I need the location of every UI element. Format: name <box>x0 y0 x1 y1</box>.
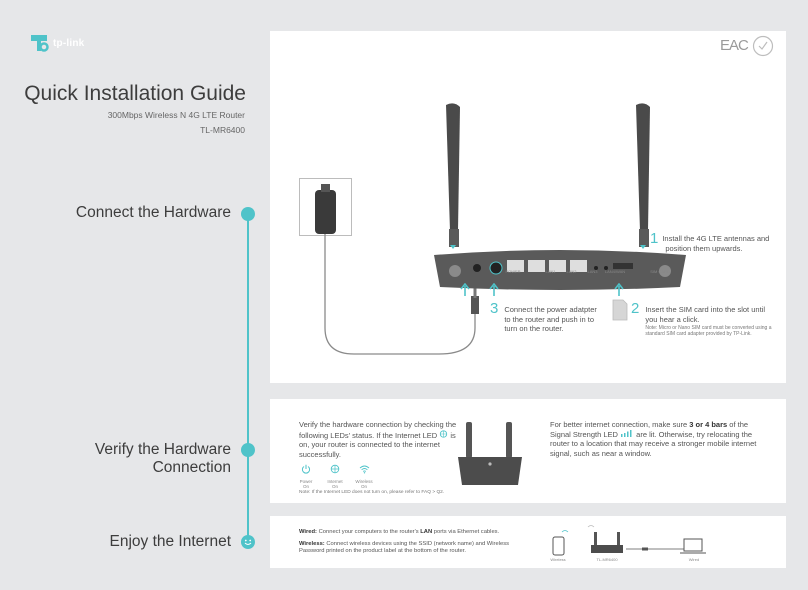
diagram-label-wireless: Wireless <box>550 557 566 562</box>
wifi-icon <box>359 465 369 474</box>
step3-text: turn on the router. <box>504 324 564 333</box>
signal-tip-bold: 3 or 4 bars <box>689 420 728 429</box>
led-name: Internet <box>327 479 343 484</box>
step2-instruction: 2 Insert the SIM card into the slot unti… <box>631 300 772 337</box>
port-label: LAN1 <box>545 269 556 274</box>
power-adapter-illustration <box>315 184 479 355</box>
step-label-connect: Connect the Hardware <box>75 204 231 221</box>
step-label-enjoy: Enjoy the Internet <box>109 533 232 550</box>
sim-card-icon <box>612 299 628 321</box>
verify-text-line2: following LEDs' status. If the Internet … <box>299 429 469 441</box>
wireless-text: Password printed on the product label at… <box>299 548 466 554</box>
port-label: LAN2 <box>566 269 577 274</box>
step-label-verify-line1: Verify the Hardware <box>94 441 231 458</box>
port-label <box>524 269 532 274</box>
connect-hardware-card: EAC POWER <box>270 31 786 383</box>
led-internet: Internet On <box>326 461 344 489</box>
step2-note: standard SIM card adapter provided by TP… <box>645 331 752 337</box>
verify-instruction: Verify the hardware connection by checki… <box>299 420 469 459</box>
enjoy-internet-card: Wired: Connect your computers to the rou… <box>270 516 786 568</box>
signal-tip-text: are lit. Otherwise, try relocating the <box>636 429 753 439</box>
arrow-up-icons <box>460 283 624 296</box>
led-name: Power <box>299 479 313 484</box>
verify-text: following LEDs' status. If the Internet … <box>299 430 438 440</box>
verify-text: Verify the hardware connection by checki… <box>299 420 457 429</box>
product-subtitle: 300Mbps Wireless N 4G LTE Router <box>107 110 245 120</box>
wireless-instruction: Wireless: Connect wireless devices using… <box>299 541 539 549</box>
led-state: On <box>331 484 338 489</box>
signal-tip-text: For better internet connection, make sur… <box>550 420 690 429</box>
wireless-label: Wireless: <box>299 540 325 547</box>
signal-tip-line1: For better internet connection, make sur… <box>550 420 775 430</box>
smiley-icon <box>241 535 255 549</box>
step-label-verify: Verify the Hardware Connection <box>20 441 231 477</box>
step-timeline <box>247 214 249 544</box>
step2-text: Insert the SIM card into the slot until <box>645 305 765 314</box>
port-label: POWER <box>505 269 521 274</box>
certification-icon <box>752 35 774 57</box>
page-title: Quick Installation Guide <box>24 82 246 105</box>
tp-link-logo-icon <box>31 35 49 52</box>
antennas-illustration <box>446 103 650 249</box>
step1-instruction: 1 Install the 4G LTE antennas and positi… <box>650 230 769 253</box>
globe-icon <box>330 464 340 474</box>
power-icon <box>301 464 311 474</box>
signal-tip-text: signal, such as near a window. <box>550 448 652 458</box>
tp-link-logo: tp-link <box>28 32 84 54</box>
verify-note: Note: If the Internet LED does not turn … <box>299 490 445 495</box>
led-name: Wireless <box>355 479 373 484</box>
step-label-verify-line2: Connection <box>152 459 231 476</box>
signal-tip: For better internet connection, make sur… <box>550 420 775 458</box>
eac-mark: EAC <box>720 37 749 54</box>
diagram-label-wired: Wired <box>688 557 700 562</box>
wired-bold: LAN <box>420 529 433 535</box>
port-label: SIM CARD <box>650 269 670 274</box>
internet-led-icon <box>440 429 448 438</box>
signal-strength-icon <box>621 429 632 437</box>
verify-text: on, your router is connected to the inte… <box>299 440 440 449</box>
step2-number: 2 <box>631 300 640 317</box>
led-state: On <box>360 484 367 489</box>
diagram-label-router: TL-MR6400 <box>596 557 618 562</box>
port-label: LAN4/WAN <box>604 269 626 274</box>
signal-tip-text: of the <box>727 420 749 429</box>
step1-text: Install the 4G LTE antennas and <box>662 234 770 243</box>
step2-text: you hear a click. <box>645 314 700 324</box>
signal-tip-text: Signal Strength LED <box>550 429 618 439</box>
step1-number: 1 <box>650 230 659 247</box>
wireless-text: Connect wireless devices using the SSID … <box>324 540 510 547</box>
connection-instructions: Wired: Connect your computers to the rou… <box>299 529 539 556</box>
model-number: TL-MR6400 <box>200 125 245 135</box>
port-label <box>627 269 649 274</box>
port-label: LAN3 <box>587 269 598 274</box>
step3-number: 3 <box>490 300 499 317</box>
led-list: Power On Internet On Wireless On <box>297 461 373 489</box>
verify-text: successfully. <box>299 449 341 459</box>
step-dot-verify <box>241 443 255 457</box>
wired-text: ports via Ethernet cables. <box>432 529 500 535</box>
verify-text: is <box>450 430 456 440</box>
router-back-panel <box>434 250 686 290</box>
router-front-illustration <box>458 422 522 485</box>
wired-instruction: Wired: Connect your computers to the rou… <box>299 529 539 537</box>
led-wireless: Wireless On <box>355 461 373 489</box>
step3-instruction: 3 Connect the power adatpter to the rout… <box>490 300 597 334</box>
signal-tip-line2: Signal Strength LED are lit. Otherwise, … <box>550 429 775 440</box>
step2-note: Note: Micro or Nano SIM card must be con… <box>645 325 772 331</box>
led-power: Power On <box>297 461 315 489</box>
step3-text: Connect the power adatpter <box>504 305 597 314</box>
wired-text: Connect your computers to the router's <box>316 529 421 535</box>
step3-text: to the router and push in to <box>504 314 594 324</box>
connection-diagram <box>552 525 706 556</box>
brand-name: tp-link <box>53 37 85 49</box>
step1-text: position them upwards. <box>665 243 743 253</box>
wired-label: Wired: <box>299 529 317 535</box>
verify-hardware-card: Verify the hardware connection by checki… <box>270 399 786 503</box>
step-dot-connect <box>241 207 255 221</box>
led-state: On <box>302 484 309 489</box>
signal-tip-text: router to a location that may receive a … <box>550 439 757 448</box>
port-labels: POWER LAN1 LAN2 LAN3 LAN4/WAN SIM CARD <box>502 269 682 274</box>
